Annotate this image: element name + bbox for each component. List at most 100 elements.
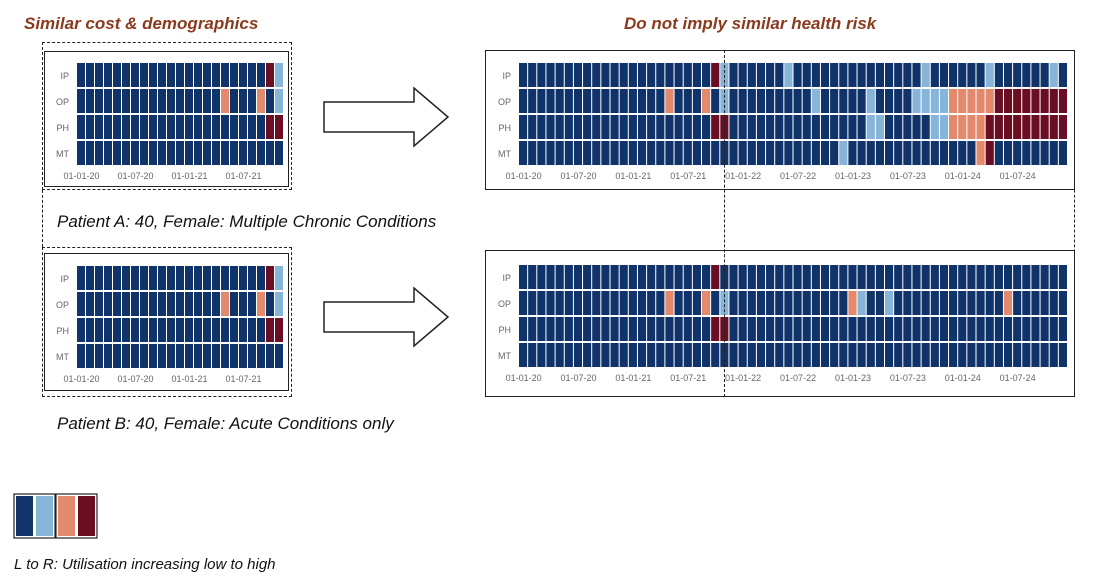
heatmap-cell [665,115,674,139]
heatmap-cell [528,89,537,113]
heatmap-cell [537,63,546,87]
heatmap-cell [656,317,665,341]
heatmap-cell [875,141,884,165]
heatmap-cell [546,343,555,367]
heatmap-cell [894,115,903,139]
heatmap-cell [857,317,866,341]
heatmap-cell [656,141,665,165]
heatmap-cell [619,265,628,289]
heatmap-cell [104,89,112,113]
heatmap-cell [985,343,994,367]
heatmap-cell [711,141,720,165]
heatmap-cell [194,63,202,87]
heatmap-cell [1058,343,1067,367]
heatmap-cell [185,292,193,316]
heatmap-cell [610,317,619,341]
heatmap-cell [857,89,866,113]
heatmap-cell [647,343,656,367]
tick-label: 01-01-22 [725,373,761,383]
heatmap-cell [912,317,921,341]
row-label: OP [56,97,69,107]
heatmap-cell [628,265,637,289]
heatmap-cell [848,89,857,113]
tick-label: 01-07-22 [780,373,816,383]
heatmap-cell [820,317,830,341]
heatmap-cell [158,292,166,316]
heatmap-cell [275,63,283,87]
heatmap-cell [802,89,811,113]
heatmap-cell [930,63,939,87]
tick-label: 01-01-21 [171,171,207,181]
heatmap-cell [573,141,583,165]
heatmap-cell [628,89,637,113]
heatmap-cell [583,265,592,289]
heatmap-cell [939,343,949,367]
heatmap-cell [104,266,112,290]
heatmap-cell [903,291,912,315]
tick-label: 01-07-20 [117,374,153,384]
heatmap-cell [1058,141,1067,165]
heatmap-cell [839,343,848,367]
heatmap-cell [194,141,202,165]
heatmap-cell [1049,63,1058,87]
heatmap-cell [885,141,894,165]
heatmap-cell [583,141,592,165]
heatmap-cell [756,141,766,165]
heatmap-cell [848,265,857,289]
heatmap-cell [1013,63,1022,87]
heatmap-cell [95,115,103,139]
heatmap-cell [912,89,921,113]
heatmap-cell [775,63,784,87]
heatmap-cell [903,63,912,87]
heatmap-cell [637,291,647,315]
heatmap-cell [1022,115,1031,139]
heatmap-cell [976,291,985,315]
heatmap-cell [637,63,647,87]
heatmap-cell [519,265,528,289]
heatmap-cell [967,63,976,87]
heatmap-cell [167,115,175,139]
heatmap-cell [766,115,775,139]
heatmap-cell [1040,291,1049,315]
heatmap-cell [784,141,793,165]
heatmap-cell [564,115,573,139]
future-period-dashed-frame [724,50,1075,397]
heatmap-cell [113,266,121,290]
heatmap-cell [239,344,247,368]
heatmap-cell [140,141,148,165]
heatmap-cell [729,141,738,165]
heatmap-cell [176,89,184,113]
heatmap-cell [949,89,958,113]
heatmap-cell [683,141,692,165]
heatmap-cell [820,291,830,315]
heatmap-cell [1003,265,1013,289]
heatmap-cell [958,115,967,139]
heatmap-cell [628,291,637,315]
heatmap-cell [149,344,157,368]
heatmap-cell [77,292,85,316]
heatmap-cell [149,318,157,342]
heatmap-cell [885,115,894,139]
heatmap-cell [528,265,537,289]
heatmap-cell [802,63,811,87]
heatmap-cell [257,318,265,342]
heatmap-cell [158,89,166,113]
heatmap-cell [967,89,976,113]
heatmap-cell [528,141,537,165]
heatmap-cell [158,115,166,139]
heatmap-cell [866,265,875,289]
heatmap-cell [528,317,537,341]
heatmap-cell [912,343,921,367]
heatmap-cell [820,265,830,289]
heatmap-cell [921,317,930,341]
heatmap-cell [113,141,121,165]
heatmap-cell [239,115,247,139]
heatmap-cell [637,141,647,165]
heatmap-cell [610,115,619,139]
heatmap-cell [185,89,193,113]
heatmap-cell [885,343,894,367]
heatmap-cell [647,317,656,341]
heatmap-cell [793,317,802,341]
heatmap-cell [793,115,802,139]
